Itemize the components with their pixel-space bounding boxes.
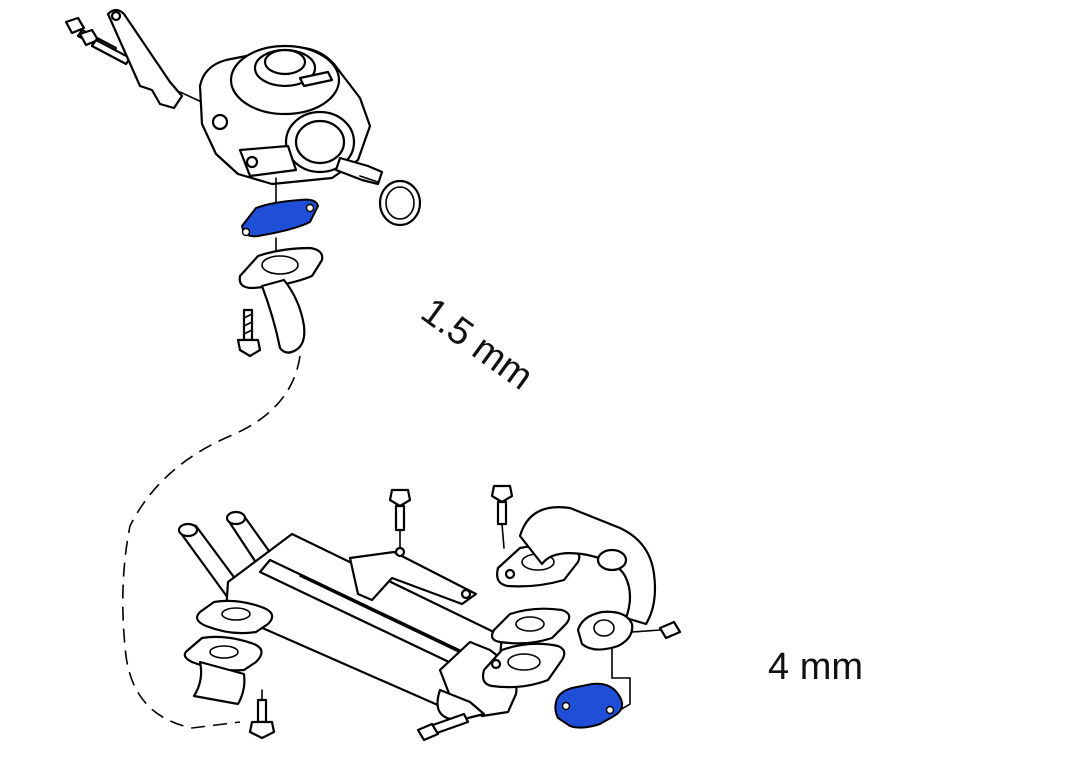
inlet-gaskets — [183, 599, 274, 706]
gasket-4mm — [554, 682, 624, 729]
outlet-flange-pipe — [496, 506, 657, 626]
bolt-lower-center — [416, 712, 470, 742]
bolt-upper-flange — [236, 308, 262, 358]
cooler-outlet-flange — [481, 642, 566, 689]
pipe-clamp-flange — [576, 610, 682, 651]
gasket-outlet — [490, 607, 571, 645]
cooler-bracket — [348, 546, 478, 606]
thick-gasket-thickness-label: 4 mm — [768, 646, 863, 688]
flange-pipe-upper — [238, 246, 324, 354]
gasket-1-5mm — [240, 198, 320, 238]
egr-valve — [198, 44, 384, 186]
bolt-cooler-top — [388, 488, 412, 549]
bolt-lower-left — [248, 689, 276, 740]
bolt-flange-top — [490, 484, 514, 549]
leader-bracket — [611, 647, 631, 711]
mounting-bracket — [106, 8, 207, 110]
routing-dashed-line — [122, 355, 301, 729]
o-ring — [359, 175, 422, 227]
mounting-bolts-top — [64, 16, 132, 66]
